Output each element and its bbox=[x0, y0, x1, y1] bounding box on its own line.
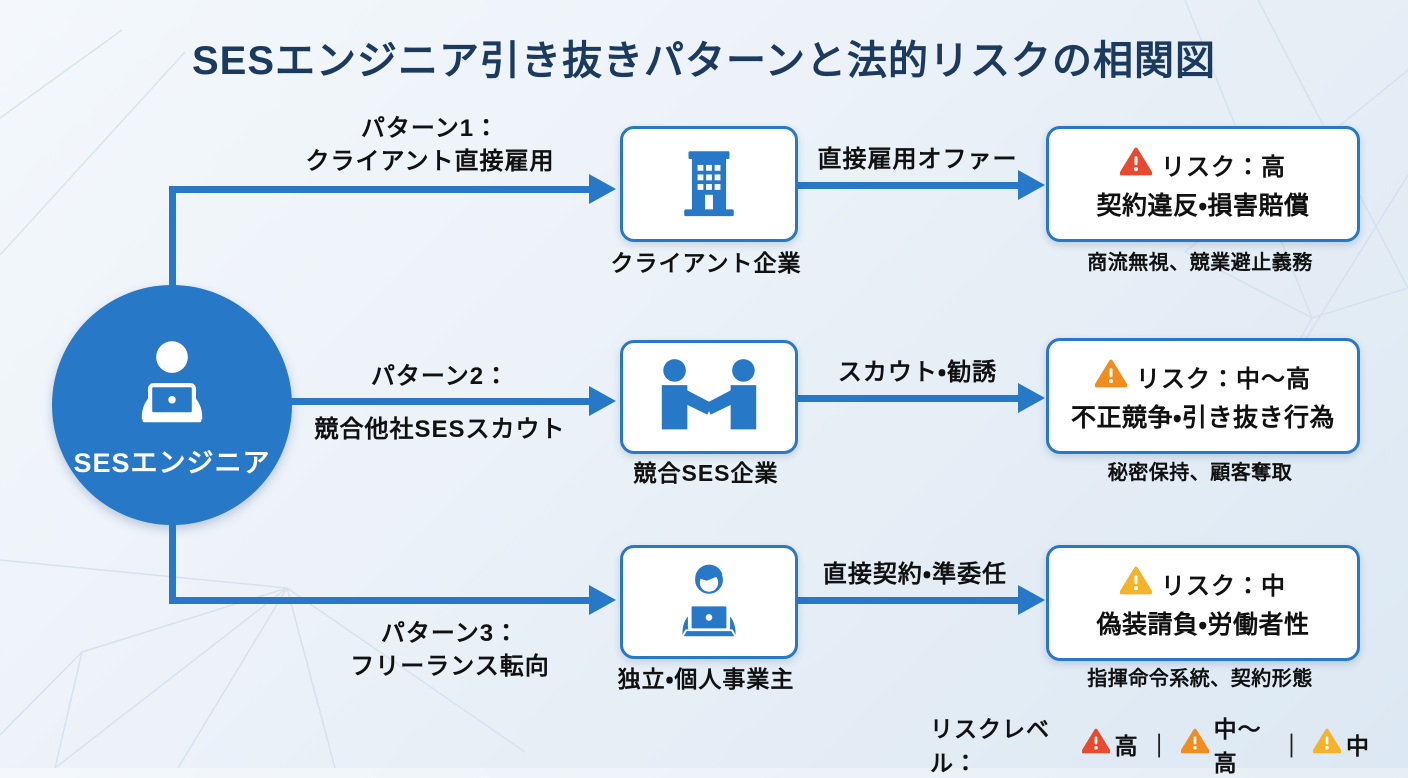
warning-triangle-mid-icon bbox=[1119, 566, 1153, 602]
arrowhead-row2 bbox=[589, 386, 616, 416]
risk3-detail: 偽装請負・労働者性 bbox=[1096, 610, 1310, 639]
page-title: SESエンジニア引き抜きパターンと法的リスクの相関図 bbox=[191, 39, 1217, 83]
legend-item-high: 高 bbox=[1081, 727, 1139, 761]
building-icon bbox=[668, 141, 750, 228]
risk-box-mid-high: リスク：中～高 不正競争・引き抜き行為 bbox=[1046, 338, 1360, 454]
risk2-detail: 不正競争・引き抜き行為 bbox=[1070, 403, 1335, 432]
ses-engineer-label: SESエンジニア bbox=[73, 448, 271, 478]
risk2-level: リスク：中～高 bbox=[1136, 366, 1311, 393]
competitor-ses-node bbox=[620, 340, 798, 454]
legend-warning-triangle-high-icon bbox=[1081, 728, 1111, 760]
action1-label: 直接雇用オファー bbox=[817, 146, 1018, 173]
pattern2-label-top: パターン2： bbox=[370, 363, 510, 390]
arrowhead-row1 bbox=[589, 174, 616, 204]
risk3-level: リスク：中 bbox=[1161, 573, 1286, 600]
warning-triangle-mid-high-icon bbox=[1094, 359, 1128, 395]
connector-down bbox=[169, 512, 176, 604]
legend-separator: ｜ bbox=[1147, 733, 1172, 759]
connector-row3 bbox=[169, 597, 589, 604]
legend-warning-triangle-mid-high-icon bbox=[1180, 728, 1210, 760]
freelancer-node bbox=[620, 545, 798, 659]
arrowhead-row2b bbox=[1018, 383, 1045, 413]
legend-warning-triangle-mid-icon bbox=[1312, 728, 1342, 760]
connector-row1 bbox=[169, 186, 589, 193]
legend-item-mid: 中 bbox=[1312, 727, 1370, 761]
legend-separator: ｜ bbox=[1280, 733, 1304, 759]
risk1-level: リスク：高 bbox=[1161, 154, 1286, 181]
pattern3-label: パターン3： フリーランス転向 bbox=[350, 620, 550, 680]
risk-level-legend: リスクレベル： 高 ｜ 中～高 ｜ bbox=[930, 710, 1370, 778]
freelancer-label: 独立・個人事業主 bbox=[617, 666, 795, 692]
connector-row2 bbox=[288, 398, 591, 405]
action3-label: 直接契約・準委任 bbox=[822, 561, 1008, 588]
legend-label: リスクレベル： bbox=[930, 716, 1050, 776]
action2-label: スカウト・勧誘 bbox=[837, 359, 998, 386]
connector-row2b bbox=[792, 395, 1020, 402]
arrowhead-row3 bbox=[589, 585, 616, 615]
warning-triangle-high-icon bbox=[1119, 147, 1153, 183]
connector-up bbox=[169, 186, 176, 306]
risk-box-mid: リスク：中 偽装請負・労働者性 bbox=[1046, 545, 1360, 661]
ses-engineer-node: SESエンジニア bbox=[52, 285, 292, 525]
competitor-ses-label: 競合SES企業 bbox=[633, 460, 779, 486]
risk3-note: 指揮命令系統、契約形態 bbox=[1087, 668, 1313, 690]
risk1-detail: 契約違反・損害賠償 bbox=[1096, 191, 1310, 220]
handshake-icon bbox=[650, 358, 768, 437]
freelancer-laptop-icon bbox=[665, 556, 753, 649]
legend-item-mid-high: 中～高 bbox=[1180, 710, 1271, 778]
pattern1-label: パターン1： クライアント直接雇用 bbox=[305, 115, 555, 175]
pattern2-label-bottom: 競合他社SESスカウト bbox=[314, 416, 566, 443]
client-company-label: クライアント企業 bbox=[610, 250, 802, 276]
connector-row1b bbox=[792, 182, 1020, 189]
risk2-note: 秘密保持、顧客奪取 bbox=[1107, 462, 1293, 484]
client-company-node bbox=[620, 126, 798, 242]
connector-row3b bbox=[792, 597, 1020, 604]
engineer-laptop-icon bbox=[122, 330, 222, 435]
risk1-note: 商流無視、競業避止義務 bbox=[1087, 252, 1313, 274]
arrowhead-row1b bbox=[1018, 170, 1045, 200]
arrowhead-row3b bbox=[1018, 585, 1045, 615]
risk-box-high: リスク：高 契約違反・損害賠償 bbox=[1046, 126, 1360, 242]
